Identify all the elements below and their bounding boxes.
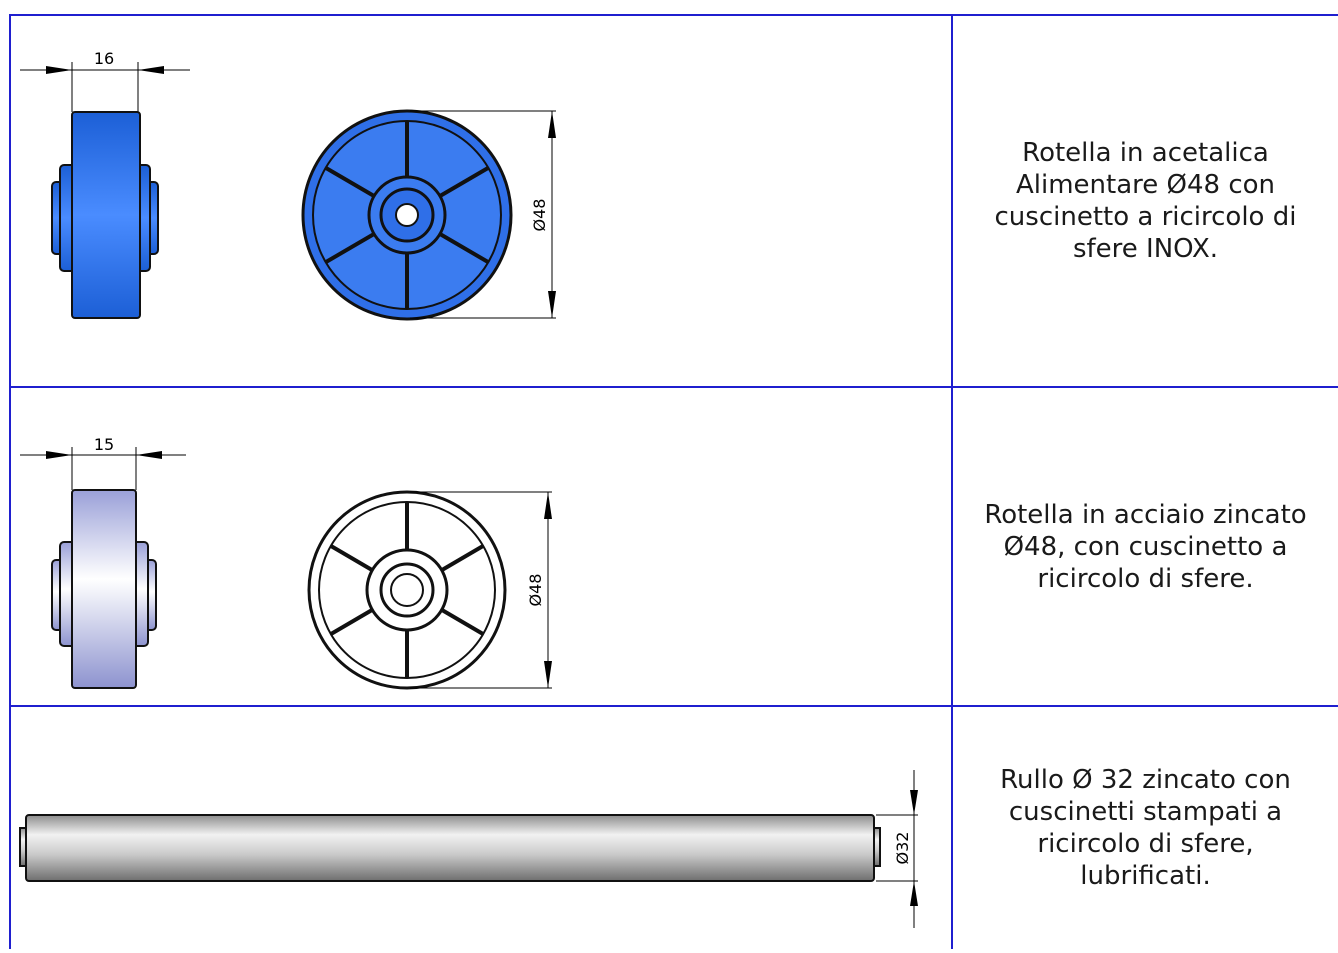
table-border-left xyxy=(9,14,11,949)
diameter-dimension-label: Ø48 xyxy=(526,574,545,607)
row-3-description-cell: Rullo Ø 32 zincato con cuscinetti stampa… xyxy=(953,707,1338,949)
row-2-description-cell: Rotella in acciaio zincato Ø48, con cusc… xyxy=(953,388,1338,705)
table-border-top xyxy=(9,14,1338,16)
width-dimension-label: 15 xyxy=(94,435,114,454)
steel-wheel-drawing: 15 Ø48 xyxy=(20,435,552,690)
row-1-description: Rotella in acetalica Alimentare Ø48 con … xyxy=(994,138,1297,264)
row-3-description: Rullo Ø 32 zincato con cuscinetti stampa… xyxy=(1000,765,1291,891)
row-1-description-cell: Rotella in acetalica Alimentare Ø48 con … xyxy=(953,16,1338,386)
diameter-dimension-label: Ø48 xyxy=(530,199,549,232)
row-2-drawing: 15 Ø48 xyxy=(11,388,951,705)
row-divider-2 xyxy=(9,705,1338,707)
row-1-drawing: 16 Ø48 xyxy=(11,16,951,386)
row-divider-1 xyxy=(9,386,1338,388)
blue-wheel-drawing: 16 Ø48 xyxy=(20,49,556,321)
column-divider xyxy=(951,14,953,949)
width-dimension-label: 16 xyxy=(94,49,114,68)
diameter-dimension-label: Ø32 xyxy=(893,832,912,865)
row-3-drawing: Ø32 xyxy=(11,707,951,949)
roller-drawing: Ø32 xyxy=(19,770,918,928)
row-2-description: Rotella in acciaio zincato Ø48, con cusc… xyxy=(984,499,1307,594)
